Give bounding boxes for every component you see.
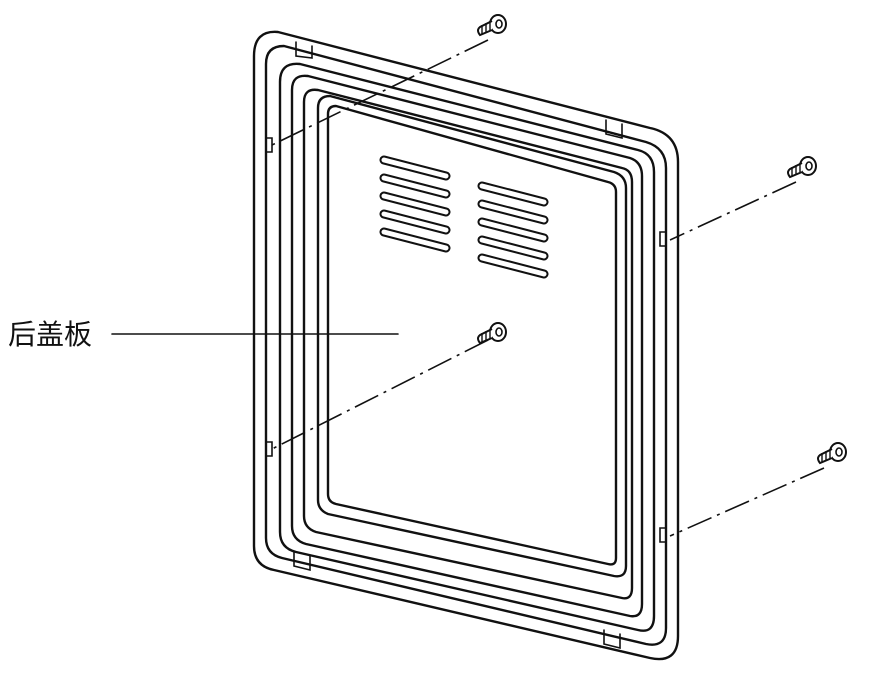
plate-inner-edge (264, 44, 668, 646)
rim-middle (290, 74, 644, 618)
vent-slot-right-5-inner (479, 255, 547, 277)
recessed-panel (316, 94, 628, 578)
vent-slot-right-4-inner (479, 237, 547, 259)
vent-slot-left-1-inner (381, 157, 449, 179)
recessed-panel-inner (326, 104, 618, 566)
screw-bottom-right-icon (817, 442, 847, 465)
side-notch-right-upper (659, 231, 667, 247)
side-notch-right-lower (659, 527, 667, 543)
back-cover-label: 后盖板 (8, 318, 92, 351)
corner-notch-top-left (295, 41, 313, 59)
alignment-line-top-right (669, 181, 797, 241)
back-cover-plate (252, 30, 680, 661)
vent-slot-left-5-inner (381, 229, 449, 251)
screws (477, 14, 847, 465)
screw-top-left-icon (477, 14, 507, 37)
corner-notch-top-right (605, 119, 623, 140)
side-notch-left-upper (265, 137, 273, 153)
vent-slot-left-3-inner (381, 193, 449, 215)
ventilation-slots (379, 155, 549, 279)
vent-slot-right-2-inner (479, 201, 547, 223)
alignment-line-bottom-right (669, 467, 825, 537)
vent-slot-left-2-inner (381, 175, 449, 197)
alignment-line-center (269, 339, 489, 451)
screw-top-right-icon (787, 156, 817, 179)
plate-outer-edge (252, 30, 680, 661)
vent-slot-right-1-inner (479, 183, 547, 205)
vent-slot-left-4-inner (381, 211, 449, 233)
vent-slot-right-3-inner (479, 219, 547, 241)
corner-notch-bottom-left (293, 551, 311, 572)
rim-outer (278, 62, 656, 632)
screw-center-icon (477, 322, 507, 345)
corner-notch-bottom-right (603, 629, 621, 650)
rim-inner (302, 88, 634, 600)
side-notch-left-lower (265, 441, 273, 457)
alignment-lines (269, 39, 825, 537)
